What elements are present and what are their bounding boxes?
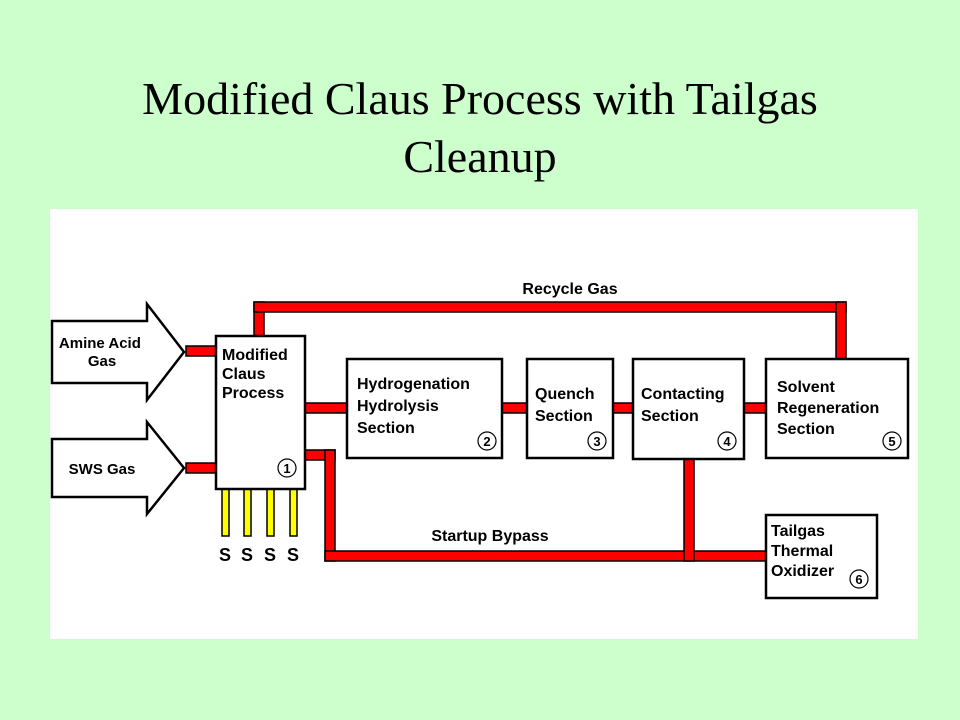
contacting-to-oxidizer [683,458,695,562]
bypass-bottom [324,550,767,562]
svg-text:Hydrogenation Hydrolys: Hydrogenation Hydrolysis Section [357,376,474,437]
sulfur-output-2: S [241,545,253,565]
unit-3-number: 3 [593,434,600,449]
unit-6-line-1: Tailgas [771,523,825,540]
unit-6-line-2: Thermal [771,543,833,560]
sulfur-drain-3 [266,488,275,537]
flow-3-to-4 [612,402,634,414]
sws-inlet [185,462,217,474]
process-flow-diagram: S S S S Amine Acid Gas SWS Gas Modified … [50,209,918,639]
unit-2-line-2: Hydrolysis [357,398,439,415]
bypass-down [324,449,336,562]
unit-2-line-1: Hydrogenation [357,376,470,393]
unit-5-number-badge [882,431,902,451]
unit-3-line-1: Quench [535,386,595,403]
unit-1-line-1: Modified [222,347,288,364]
sulfur-output-1: S [219,545,231,565]
unit-2-line-3: Section [357,420,415,437]
flow-lines [185,301,847,562]
unit-6-number: 6 [855,572,862,587]
unit-4-number-badge [717,431,737,451]
sulfur-drain-1 [221,488,230,537]
unit-3-number-badge [587,431,607,451]
flow-2-to-3 [501,402,528,414]
unit-1-number-badge [277,458,297,478]
amine-acid-gas-arrow [50,300,186,404]
svg-text:Solvent Regeneration: Solvent Regeneration Section [777,379,884,438]
slide-title: Modified Claus Process with Tailgas Clea… [0,70,960,186]
unit-5-number: 5 [888,434,895,449]
svg-text:Quench Section: Quench Section [535,386,599,425]
sulfur-drain-2 [243,488,252,537]
unit-contacting-section: Contacting Section 4 [631,357,746,461]
svg-text:Amine Acid Gas: Amine Acid Gas [59,335,145,370]
unit-solvent-regeneration-section: Solvent Regeneration Section 5 [764,357,910,460]
svg-text:Contacting Section: Contacting Section [641,386,729,425]
unit-6-line-3: Oxidizer [771,563,834,580]
unit-hydrogenation-hydrolysis-section: Hydrogenation Hydrolysis Section 2 [345,357,504,460]
amine-inlet [185,345,217,357]
unit-6-number-badge [849,569,869,589]
process-flow-svg: S S S S Amine Acid Gas SWS Gas Modified … [50,281,910,600]
sulfur-drain-4 [289,488,298,537]
unit-1-line-3: Process [222,385,284,402]
amine-acid-gas-label-2: Gas [88,353,116,370]
unit-1-line-2: Claus [222,366,266,383]
sulfur-drains [221,488,298,537]
startup-bypass-label: Startup Bypass [431,528,548,545]
unit-2-number-badge [477,431,497,451]
unit-3-line-2: Section [535,408,593,425]
unit-5-line-1: Solvent [777,379,835,396]
unit-tailgas-thermal-oxidizer: Tailgas Thermal Oxidizer 6 [764,513,879,600]
unit-5-line-2: Regeneration [777,400,879,417]
flow-line-joins [255,303,845,560]
svg-text:Tailgas Thermal: Tailgas Thermal Oxidizer [771,523,838,580]
unit-1-number: 1 [283,461,290,476]
recycle-line-top [253,301,847,313]
unit-modified-claus-process: Modified Claus Process 1 [214,334,307,491]
sws-gas-arrow [50,418,186,518]
amine-acid-gas-label-1: Amine Acid [59,335,141,352]
input-sws-gas: SWS Gas [50,418,186,518]
sulfur-output-3: S [264,545,276,565]
svg-text:Modified Claus: Modified Claus Process [222,347,292,402]
recycle-line-down [835,301,847,360]
flow-4-to-5 [743,402,767,414]
slide-title-line-2: Cleanup [403,131,557,182]
sws-gas-label: SWS Gas [69,461,136,478]
slide-title-line-1: Modified Claus Process with Tailgas [142,73,818,124]
unit-5-line-3: Section [777,421,835,438]
recycle-gas-label: Recycle Gas [522,281,617,298]
unit-quench-section: Quench Section 3 [525,357,615,460]
unit-4-line-2: Section [641,408,699,425]
unit-4-number: 4 [723,434,731,449]
sulfur-output-4: S [287,545,299,565]
unit-2-number: 2 [483,434,490,449]
unit-4-line-1: Contacting [641,386,725,403]
flow-1-to-2 [304,402,348,414]
input-amine-acid-gas: Amine Acid Gas [50,300,186,404]
